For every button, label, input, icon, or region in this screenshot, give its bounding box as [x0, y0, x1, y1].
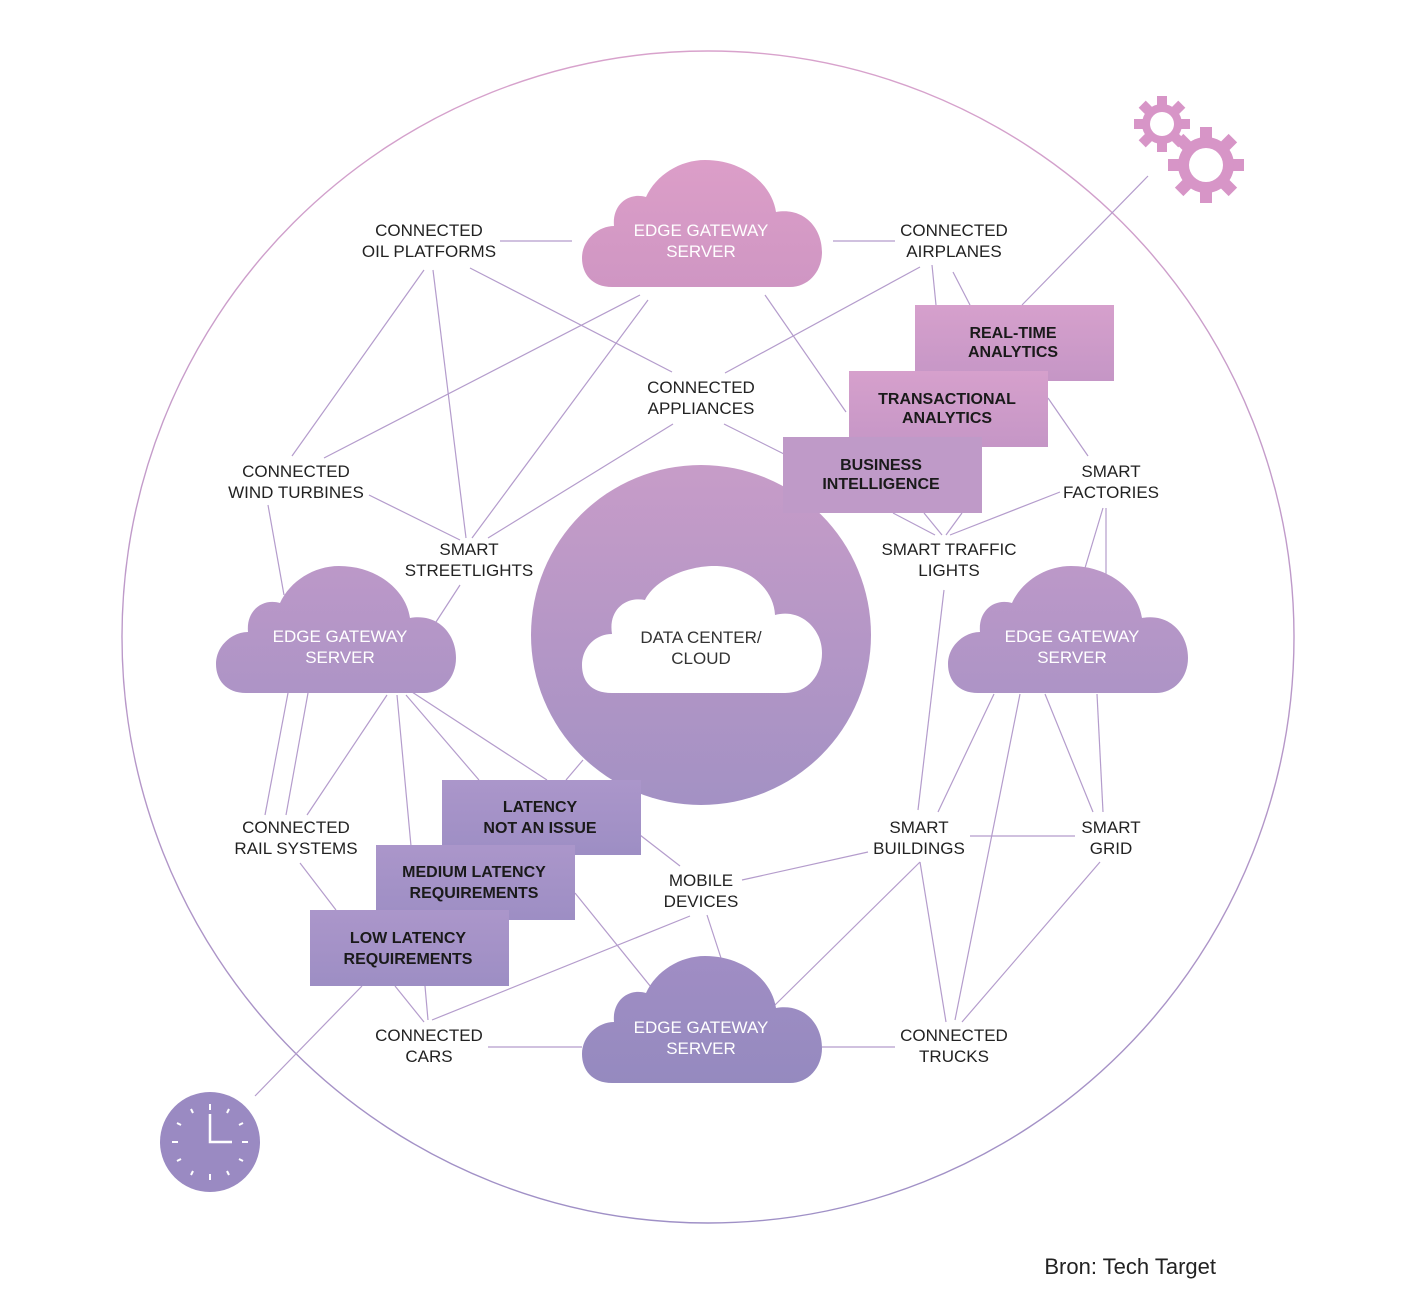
node-traffic-line1: SMART TRAFFIC — [881, 540, 1016, 559]
gears-icon — [1134, 96, 1244, 203]
step-low-line2: REQUIREMENTS — [344, 951, 473, 968]
step-medium-latency — [376, 845, 575, 920]
node-wind-line2: WIND TURBINES — [228, 483, 364, 502]
step-latency-line2: NOT AN ISSUE — [483, 820, 597, 837]
step-business-line2: INTELLIGENCE — [822, 476, 940, 493]
edge-gateway-right-line2: SERVER — [1037, 648, 1107, 667]
node-oil-line1: CONNECTED — [375, 221, 483, 240]
edge-gateway-left-line1: EDGE GATEWAY — [273, 627, 408, 646]
data-center-label-line2: CLOUD — [671, 649, 731, 668]
edge-gateway-bottom-line2: SERVER — [666, 1039, 736, 1058]
analytics-steps: REAL-TIME ANALYTICS TRANSACTIONAL ANALYT… — [783, 305, 1114, 513]
source-credit: Bron: Tech Target — [1044, 1254, 1216, 1279]
node-appliances-line1: CONNECTED — [647, 378, 755, 397]
node-traffic-line2: LIGHTS — [918, 561, 979, 580]
node-grid-line1: SMART — [1081, 818, 1140, 837]
node-appliances-line2: APPLIANCES — [648, 399, 755, 418]
step-real-time-line1: REAL-TIME — [969, 325, 1056, 342]
edge-gateway-left-cloud-icon — [216, 566, 456, 693]
node-factories-line2: FACTORIES — [1063, 483, 1159, 502]
node-rail-line1: CONNECTED — [242, 818, 350, 837]
edge-gateway-top-cloud-icon — [582, 160, 822, 287]
node-wind-turbines[interactable]: CONNECTED WIND TURBINES — [228, 462, 364, 502]
edge-gateway-bottom-line1: EDGE GATEWAY — [634, 1018, 769, 1037]
node-airplanes-line2: AIRPLANES — [906, 242, 1001, 261]
node-appliances[interactable]: CONNECTED APPLIANCES — [647, 378, 755, 418]
node-smart-buildings[interactable]: SMART BUILDINGS — [873, 818, 965, 858]
connection-lines — [254, 175, 1149, 1097]
step-transactional-line2: ANALYTICS — [902, 410, 992, 427]
node-oil-platforms[interactable]: CONNECTED OIL PLATFORMS — [362, 221, 496, 261]
data-center-label-line1: DATA CENTER/ — [640, 628, 761, 647]
edge-gateway-bottom[interactable]: EDGE GATEWAY SERVER — [582, 956, 822, 1083]
outer-ring — [121, 50, 1295, 1224]
node-mobile-line1: MOBILE — [669, 871, 733, 890]
node-cars-line1: CONNECTED — [375, 1026, 483, 1045]
node-smart-streetlights[interactable]: SMART STREETLIGHTS — [405, 540, 533, 580]
edge-gateway-left-line2: SERVER — [305, 648, 375, 667]
step-latency-line1: LATENCY — [503, 799, 578, 816]
step-latency-not-an-issue — [442, 780, 641, 855]
node-airplanes[interactable]: CONNECTED AIRPLANES — [900, 221, 1008, 261]
node-smart-grid[interactable]: SMART GRID — [1081, 818, 1140, 858]
node-trucks-line1: CONNECTED — [900, 1026, 1008, 1045]
latency-steps: LATENCY NOT AN ISSUE MEDIUM LATENCY REQU… — [310, 780, 641, 986]
node-buildings-line1: SMART — [889, 818, 948, 837]
edge-gateway-top[interactable]: EDGE GATEWAY SERVER — [582, 160, 822, 287]
step-real-time-analytics — [915, 305, 1114, 381]
step-real-time-line2: ANALYTICS — [968, 344, 1058, 361]
node-factories-line1: SMART — [1081, 462, 1140, 481]
clock-icon — [160, 1092, 260, 1192]
node-mobile-line2: DEVICES — [664, 892, 739, 911]
node-rail-line2: RAIL SYSTEMS — [234, 839, 357, 858]
node-trucks-line2: TRUCKS — [919, 1047, 989, 1066]
step-transactional-analytics — [849, 371, 1048, 447]
node-rail-systems[interactable]: CONNECTED RAIL SYSTEMS — [234, 818, 357, 858]
step-medium-line1: MEDIUM LATENCY — [402, 864, 546, 881]
step-transactional-line1: TRANSACTIONAL — [878, 391, 1016, 408]
edge-gateway-left[interactable]: EDGE GATEWAY SERVER — [216, 566, 456, 693]
step-business-line1: BUSINESS — [840, 457, 922, 474]
data-center-cloud-icon — [582, 565, 822, 693]
node-grid-line2: GRID — [1090, 839, 1133, 858]
step-low-latency — [310, 910, 509, 986]
node-wind-line1: CONNECTED — [242, 462, 350, 481]
node-labels: CONNECTED OIL PLATFORMS CONNECTED AIRPLA… — [228, 221, 1159, 1066]
edge-gateway-right-line1: EDGE GATEWAY — [1005, 627, 1140, 646]
node-airplanes-line1: CONNECTED — [900, 221, 1008, 240]
step-medium-line2: REQUIREMENTS — [410, 885, 539, 902]
edge-gateway-top-line2: SERVER — [666, 242, 736, 261]
node-streetlights-line1: SMART — [439, 540, 498, 559]
edge-gateway-right-cloud-icon — [948, 566, 1188, 693]
step-business-intelligence — [783, 437, 982, 513]
node-buildings-line2: BUILDINGS — [873, 839, 965, 858]
data-center[interactable]: DATA CENTER/ CLOUD — [531, 465, 871, 805]
node-streetlights-line2: STREETLIGHTS — [405, 561, 533, 580]
edge-gateway-bottom-cloud-icon — [582, 956, 822, 1083]
node-smart-traffic-lights[interactable]: SMART TRAFFIC LIGHTS — [881, 540, 1016, 580]
node-connected-cars[interactable]: CONNECTED CARS — [375, 1026, 483, 1066]
edge-gateway-right[interactable]: EDGE GATEWAY SERVER — [948, 566, 1188, 693]
node-connected-trucks[interactable]: CONNECTED TRUCKS — [900, 1026, 1008, 1066]
edge-gateway-top-line1: EDGE GATEWAY — [634, 221, 769, 240]
step-low-line1: LOW LATENCY — [350, 930, 466, 947]
node-oil-line2: OIL PLATFORMS — [362, 242, 496, 261]
node-cars-line2: CARS — [405, 1047, 452, 1066]
node-smart-factories[interactable]: SMART FACTORIES — [1063, 462, 1159, 502]
node-mobile-devices[interactable]: MOBILE DEVICES — [664, 871, 739, 911]
